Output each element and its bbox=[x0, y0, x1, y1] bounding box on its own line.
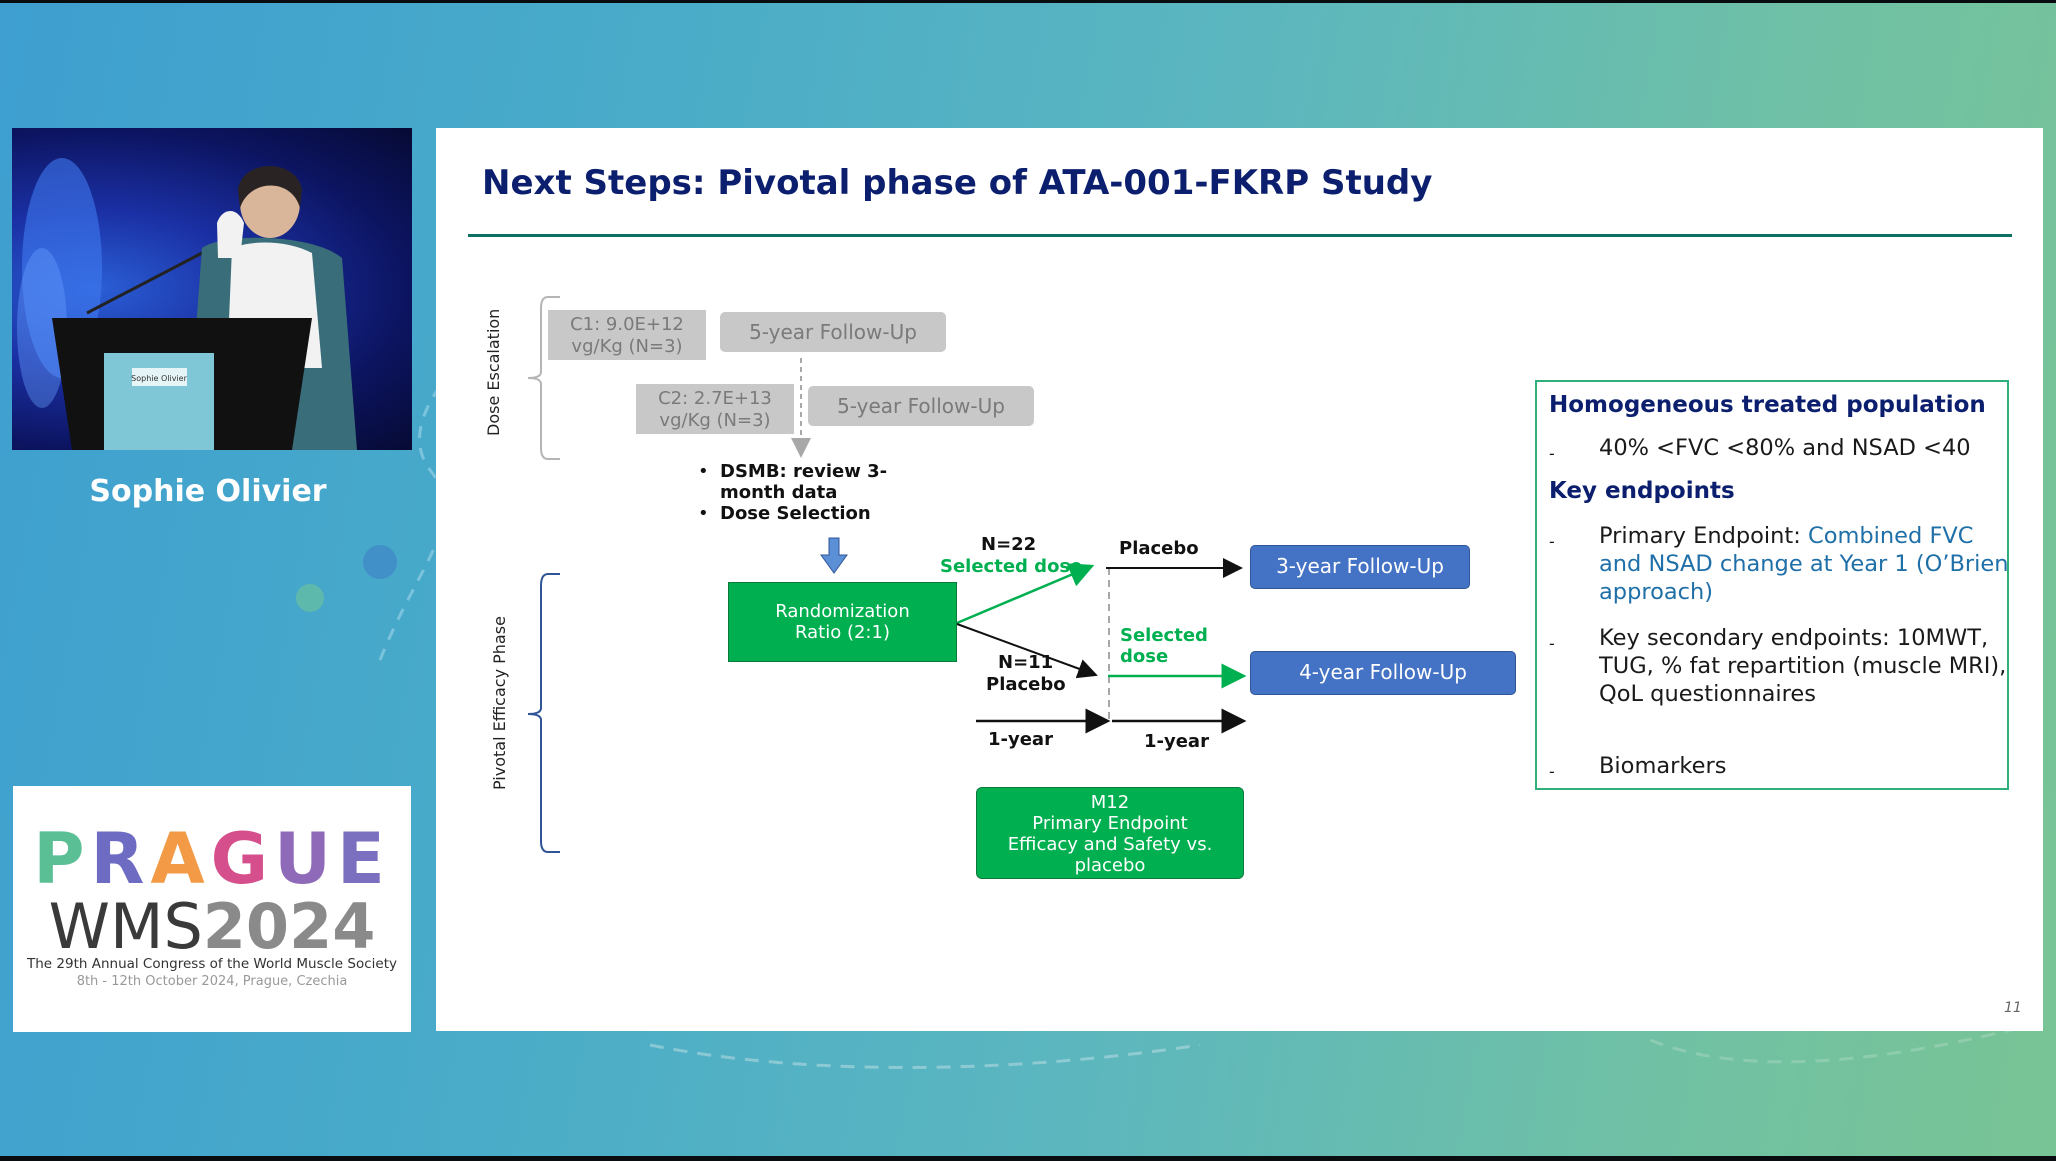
logo-year: 2024 bbox=[202, 890, 376, 963]
arm-lower-n: N=11 bbox=[998, 652, 1054, 673]
randomization-line1: Randomization bbox=[775, 601, 910, 622]
study-info-panel: Homogeneous treated population -40% <FVC… bbox=[1535, 380, 2009, 790]
congress-title: The 29th Annual Congress of the World Mu… bbox=[27, 956, 397, 972]
c2-followup-box: 5-year Follow-Up bbox=[808, 386, 1034, 426]
period-2-label: 1-year bbox=[1144, 731, 1209, 752]
followup-3-year-box: 3-year Follow-Up bbox=[1250, 545, 1470, 589]
after-switch-selected: Selected dose bbox=[1120, 625, 1208, 667]
logo-letter: E bbox=[336, 818, 391, 900]
selection-block-arrow bbox=[820, 537, 848, 574]
cohort-c1-line1: C1: 9.0E+12 bbox=[570, 314, 684, 335]
pivotal-phase-label: Pivotal Efficacy Phase bbox=[490, 616, 509, 790]
randomization-box: Randomization Ratio (2:1) bbox=[728, 582, 957, 662]
m12-line2: Primary Endpoint bbox=[1032, 813, 1188, 834]
logo-letter: U bbox=[274, 818, 337, 900]
cohort-c1-line2: vg/Kg (N=3) bbox=[571, 336, 683, 357]
podium-sign: Sophie Olivier bbox=[131, 374, 187, 383]
congress-logo: PRAGUE WMS2024 The 29th Annual Congress … bbox=[13, 786, 411, 1032]
population-heading: Homogeneous treated population bbox=[1549, 392, 1986, 418]
cohort-c1-box: C1: 9.0E+12 vg/Kg (N=3) bbox=[548, 310, 706, 360]
logo-letter: G bbox=[210, 818, 275, 900]
followup-4-year-box: 4-year Follow-Up bbox=[1250, 651, 1516, 695]
congress-dates: 8th - 12th October 2024, Prague, Czechia bbox=[76, 974, 348, 989]
logo-letter: A bbox=[150, 818, 211, 900]
slide-title: Next Steps: Pivotal phase of ATA-001-FKR… bbox=[482, 163, 1433, 203]
speaker-name: Sophie Olivier bbox=[89, 474, 327, 509]
dose-selection-item: Dose Selection bbox=[698, 503, 887, 524]
logo-name: WMS bbox=[48, 890, 203, 963]
pivotal-brace bbox=[527, 573, 560, 853]
randomization-line2: Ratio (2:1) bbox=[795, 622, 890, 643]
logo-letter: P bbox=[33, 818, 91, 900]
m12-line1: M12 bbox=[1090, 792, 1130, 813]
top-border bbox=[0, 0, 2056, 3]
cohort-c2-line1: C2: 2.7E+13 bbox=[658, 388, 772, 409]
period-1-label: 1-year bbox=[988, 729, 1053, 750]
dsmb-item: DSMB: review 3-month data bbox=[698, 461, 887, 503]
after-switch-selected-line2: dose bbox=[1120, 646, 1169, 667]
after-switch-placebo: Placebo bbox=[1119, 538, 1199, 559]
m12-line4: placebo bbox=[1074, 855, 1146, 876]
c1-followup-box: 5-year Follow-Up bbox=[720, 312, 946, 352]
arm-upper-arrow bbox=[956, 563, 1095, 625]
page-number: 11 bbox=[2004, 1000, 2022, 1016]
arm-lower-label: Placebo bbox=[986, 674, 1066, 695]
dose-escalation-label: Dose Escalation bbox=[484, 308, 503, 436]
cohort-c2-line2: vg/Kg (N=3) bbox=[659, 410, 771, 431]
arm-upper-n: N=22 bbox=[981, 534, 1037, 555]
flow-connectors bbox=[527, 296, 1247, 853]
arm-lower-arrow bbox=[956, 623, 1098, 679]
slide: Next Steps: Pivotal phase of ATA-001-FKR… bbox=[436, 128, 2043, 1031]
m12-line3: Efficacy and Safety vs. bbox=[1007, 834, 1213, 855]
dsmb-list: DSMB: review 3-month data Dose Selection bbox=[698, 461, 887, 524]
dose-escalation-brace bbox=[527, 296, 560, 460]
title-rule bbox=[468, 234, 2012, 237]
arm-upper-label: Selected dose bbox=[940, 556, 1083, 577]
speaker-scene: Sophie Olivier bbox=[17, 158, 357, 450]
after-switch-selected-line1: Selected bbox=[1120, 625, 1208, 646]
logo-city: PRAGUE bbox=[13, 824, 411, 894]
endpoints-heading: Key endpoints bbox=[1549, 478, 1735, 504]
logo-wordmark: WMS2024 bbox=[13, 896, 411, 958]
speaker-video: Sophie Olivier bbox=[12, 128, 412, 450]
bottom-border bbox=[0, 1156, 2056, 1161]
cohort-c2-box: C2: 2.7E+13 vg/Kg (N=3) bbox=[636, 384, 794, 434]
m12-primary-endpoint-box: M12 Primary Endpoint Efficacy and Safety… bbox=[976, 787, 1244, 879]
logo-letter: R bbox=[90, 818, 151, 900]
